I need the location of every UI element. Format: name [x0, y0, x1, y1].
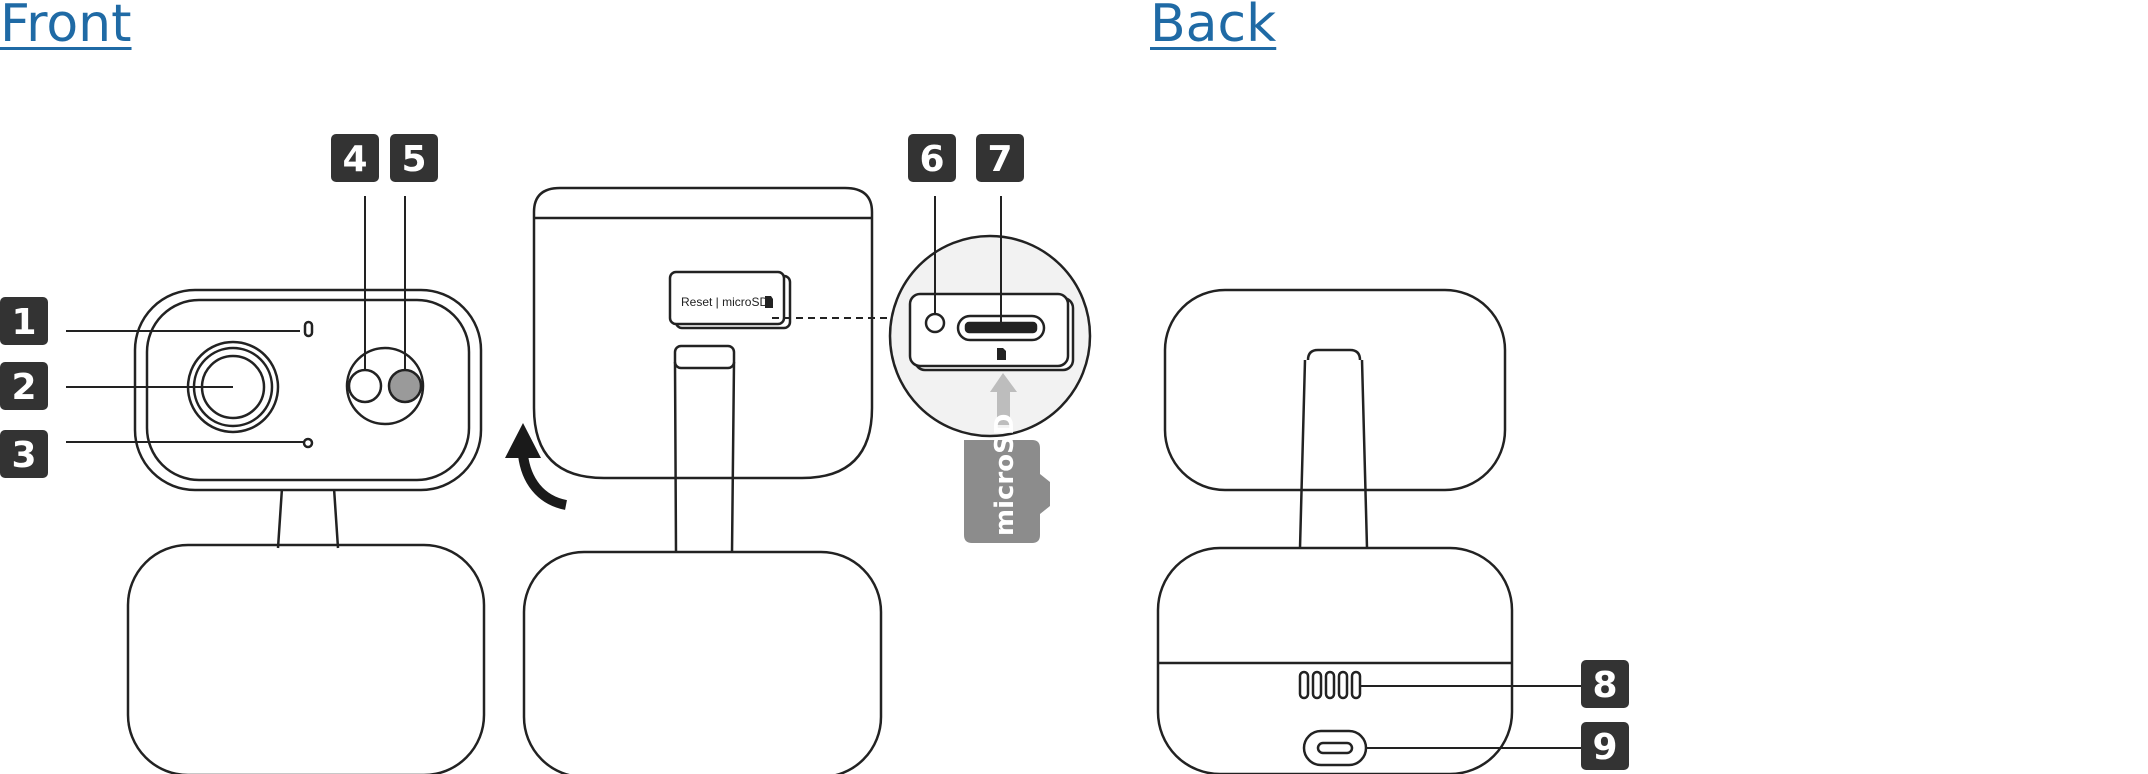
callout-7: 7	[976, 134, 1024, 182]
callout-3: 3	[0, 430, 48, 478]
svg-text:1: 1	[11, 302, 36, 343]
svg-text:4: 4	[342, 139, 367, 180]
callout-5: 5	[390, 134, 438, 182]
svg-text:7: 7	[987, 139, 1012, 180]
svg-text:6: 6	[919, 139, 944, 180]
svg-text:5: 5	[401, 139, 426, 180]
svg-text:8: 8	[1592, 665, 1617, 706]
callout-4: 4	[331, 134, 379, 182]
slot-sd-icon	[997, 348, 1006, 360]
front-camera	[66, 196, 486, 774]
svg-text:3: 3	[11, 435, 36, 476]
callout-2: 2	[0, 362, 48, 410]
callout-8: 8	[1581, 660, 1629, 708]
microsd-card: microSD	[964, 414, 1050, 543]
card-label: microSD	[990, 414, 1020, 536]
front-title: Front	[0, 0, 132, 54]
back-camera	[1156, 288, 1583, 774]
magnified-slot	[888, 196, 1092, 438]
svg-text:2: 2	[11, 367, 36, 408]
back-title: Back	[1150, 0, 1277, 54]
callout-6: 6	[908, 134, 956, 182]
sd-card-icon	[765, 296, 773, 308]
slot-label: Reset | microSD	[681, 295, 768, 309]
insert-arrow-icon	[990, 373, 1017, 425]
callout-1: 1	[0, 297, 48, 345]
svg-text:9: 9	[1592, 727, 1617, 768]
callout-9: 9	[1581, 722, 1629, 770]
rotate-arrow-icon	[505, 423, 568, 510]
rotated-camera	[522, 186, 900, 774]
